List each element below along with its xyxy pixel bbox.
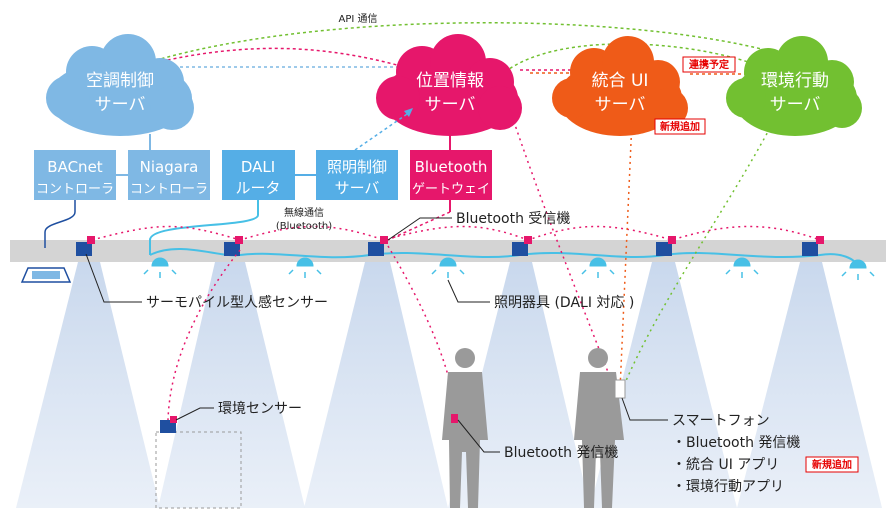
location-server-cloud [376, 34, 522, 136]
transmitter-callout: Bluetooth 発信機 [504, 445, 618, 461]
env-behavior-server-label-2: サーバ [770, 95, 821, 115]
ceiling-sensors [76, 236, 824, 256]
thermopile-sensor [368, 242, 384, 256]
arrow-head [404, 108, 413, 117]
thermopile-sensor [76, 242, 92, 256]
tag-new-app: 新規追加 [812, 458, 852, 471]
bluetooth-receiver [235, 236, 243, 244]
thermopile-sensor [802, 242, 818, 256]
light-beams [16, 262, 882, 508]
bluetooth-gateway [410, 150, 492, 200]
integrated-ui-server-label-1: 統合 UI [592, 71, 649, 91]
integrated-ui-server-cloud [552, 36, 688, 136]
api-label: API 通信 [339, 13, 378, 25]
tag-collab-box [682, 56, 736, 73]
bluetooth-receiver [668, 236, 676, 244]
light-fixture-icon [841, 259, 875, 280]
light-fixture-icon [431, 257, 465, 278]
bluetooth-receiver [816, 236, 824, 244]
phone-item-3: ・環境行動アプリ [672, 479, 784, 495]
env-behavior-server-label-1: 環境行動 [761, 71, 829, 91]
phone-item-1: ・Bluetooth 発信機 [672, 435, 800, 451]
env-sensor [160, 420, 176, 433]
dali-router [222, 150, 295, 200]
wireless-sublabel: (Bluetooth) [276, 221, 332, 232]
receiver-callout: Bluetooth 受信機 [456, 211, 570, 227]
link-lighting-location [354, 111, 411, 151]
bacnet-controller [34, 150, 116, 200]
bluetooth-receiver [87, 236, 95, 244]
light-fixture-icon [725, 257, 759, 278]
env-sensor-leader [175, 407, 214, 421]
person-silhouette-1 [442, 348, 488, 508]
phone-callout: スマートフォン [672, 413, 770, 429]
person-silhouette-2 [574, 348, 624, 508]
thermopile-sensor [512, 242, 528, 256]
tag-collab: 連携予定 [689, 58, 729, 71]
niagara-label-1: Niagara [140, 158, 199, 176]
bacnet-label-2: コントローラ [36, 182, 114, 197]
bluetooth-receiver [380, 236, 388, 244]
light-fixtures [143, 257, 875, 280]
env-sensor-callout: 環境センサー [218, 401, 302, 417]
light-fixture-icon [143, 257, 177, 278]
light-beam [304, 262, 448, 508]
tag-new-ui-box [654, 118, 706, 135]
env-sensor-tag [170, 416, 177, 423]
gateway-label-1: Bluetooth [415, 158, 488, 176]
gateway-wire-2 [387, 211, 451, 241]
transmitter-leader [457, 419, 500, 453]
env-behavior-server-cloud [726, 36, 862, 136]
hvac-server-cloud [46, 34, 194, 136]
light-beam [16, 262, 160, 508]
thermopile-leader [85, 253, 142, 303]
lighting-control-server [316, 150, 398, 200]
niagara-controller [128, 150, 210, 200]
phone-leader [621, 397, 668, 421]
dali-label-1: DALI [241, 158, 275, 176]
bacnet-wire [44, 200, 76, 248]
hvac-server-label-1: 空調制御 [86, 71, 154, 91]
dali-label-2: ルータ [235, 179, 280, 197]
integrated-ui-server-label-2: サーバ [595, 95, 646, 115]
niagara-label-2: コントローラ [130, 182, 208, 197]
hvac-server-label-2: サーバ [95, 95, 146, 115]
fixture-leader [447, 279, 490, 303]
api-connection [149, 22, 801, 63]
bluetooth-receiver [524, 236, 532, 244]
smartphone-icon [614, 379, 626, 399]
light-beam [737, 262, 882, 508]
gateway-label-2: ゲートウェイ [412, 182, 490, 197]
phone-item-2: ・統合 UI アプリ [672, 457, 779, 473]
phone-to-location-link [509, 109, 616, 391]
bacnet-label-1: BACnet [47, 158, 102, 176]
thermopile-sensor [224, 242, 240, 256]
air-conditioner-icon [20, 267, 72, 283]
tag-new-app-box [805, 456, 859, 473]
receiver-leader [387, 217, 452, 241]
bluetooth-transmitter [451, 414, 458, 423]
env-sensor-area [155, 431, 242, 509]
wireless-label: 無線通信 [284, 206, 324, 219]
api-connection [149, 47, 416, 71]
bluetooth-mesh [91, 225, 821, 241]
light-beam [590, 262, 737, 508]
fixture-callout: 照明器具 (DALI 対応 ) [494, 295, 634, 311]
light-fixture-icon [581, 257, 615, 278]
lighting-label-2: サーバ [335, 179, 380, 197]
light-beam [448, 262, 590, 508]
location-server-label-1: 位置情報 [416, 71, 484, 91]
light-beam [158, 262, 305, 508]
location-server-label-2: サーバ [425, 95, 476, 115]
thermopile-sensor [656, 242, 672, 256]
light-fixture-icon [288, 257, 322, 278]
dali-wire [149, 200, 259, 255]
thermopile-callout: サーモパイル型人感センサー [146, 294, 328, 311]
tag-new-ui: 新規追加 [660, 120, 700, 133]
lighting-label-1: 照明制御 [327, 158, 387, 176]
